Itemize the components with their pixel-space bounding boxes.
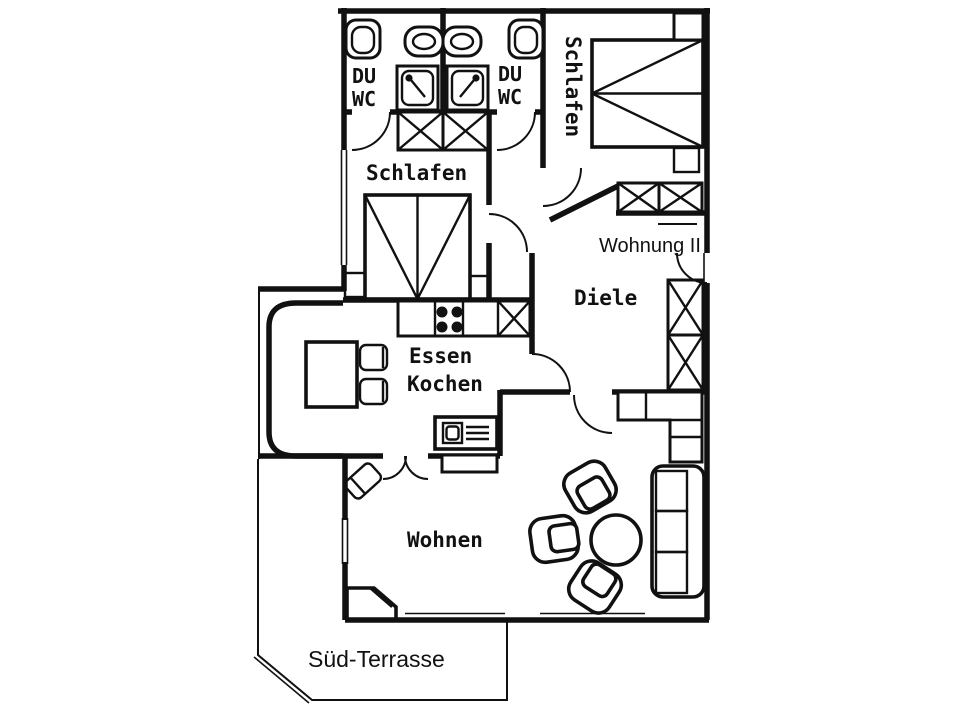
room-labels: DU WC DU WC Schlafen Schlafen Wohnung II… xyxy=(308,36,701,672)
bathroom-left xyxy=(344,18,440,112)
door-arc-kitchen xyxy=(531,353,571,393)
armchair-bottom xyxy=(566,559,624,615)
bay-curved-wall xyxy=(266,300,343,459)
terrace-outline xyxy=(253,459,508,704)
door-arc-double-left xyxy=(382,455,407,480)
bed-right-icon xyxy=(590,11,705,174)
toilet-icon-left xyxy=(344,18,382,60)
shower-icon-right xyxy=(445,64,490,112)
armchair-top xyxy=(562,459,618,515)
door-arc-bath-right xyxy=(496,111,536,151)
wall-bedroom2-diagonal xyxy=(548,183,620,223)
wash-basins-icon xyxy=(403,25,483,58)
terrace-boundary xyxy=(257,459,508,701)
label-kitchen: Kochen xyxy=(407,372,483,396)
shower-icon-left xyxy=(395,64,440,112)
bathroom-right xyxy=(403,18,545,112)
stove-icon xyxy=(436,306,463,333)
door-arc-bath-left xyxy=(351,111,391,151)
door-arc-entrance xyxy=(676,252,708,284)
door-arc-hall-living xyxy=(573,394,613,434)
sink-cabinet-x xyxy=(497,300,531,337)
tv-cabinet-icon xyxy=(433,415,499,451)
label-wc-left: WC xyxy=(352,87,376,111)
door-arc-bedroom-left xyxy=(488,213,528,253)
label-terrace: Süd-Terrasse xyxy=(308,646,445,672)
lowboard-icon xyxy=(440,453,499,474)
label-bedroom-right: Schlafen xyxy=(561,36,585,137)
label-wc-right: WC xyxy=(498,85,522,109)
door-arc-double-right xyxy=(404,455,429,480)
label-living: Wohnen xyxy=(407,528,483,552)
side-chair-icon xyxy=(343,462,383,500)
wardrobe-bedroom-right xyxy=(616,181,704,214)
shelf-l-unit-icon xyxy=(616,390,704,464)
living-room-furniture xyxy=(343,390,706,621)
door-swings xyxy=(351,111,708,480)
hall-cabinet-x xyxy=(666,278,705,392)
dining-table xyxy=(304,340,359,409)
sofa-icon xyxy=(650,464,706,599)
label-bedroom-left: Schlafen xyxy=(366,161,467,185)
label-apartment: Wohnung II xyxy=(599,235,701,257)
dining-chair-2 xyxy=(358,377,389,406)
terrace-corner-double-line xyxy=(253,656,310,704)
label-du-left: DU xyxy=(352,64,376,88)
armchair-left xyxy=(528,513,581,565)
toilet-icon-right xyxy=(507,18,545,60)
door-arc-bedroom-right xyxy=(542,167,582,207)
label-du-right: DU xyxy=(498,62,522,86)
round-table-icon xyxy=(589,513,643,567)
wardrobe-bedroom-left xyxy=(396,110,490,152)
corner-unit-icon xyxy=(345,586,398,621)
bay-window-nook xyxy=(266,300,389,459)
dining-chair-1 xyxy=(358,343,389,372)
label-hallway: Diele xyxy=(574,286,637,310)
label-dining: Essen xyxy=(409,344,472,368)
kitchen-counter xyxy=(396,299,532,338)
bed-left-icon xyxy=(343,193,491,301)
